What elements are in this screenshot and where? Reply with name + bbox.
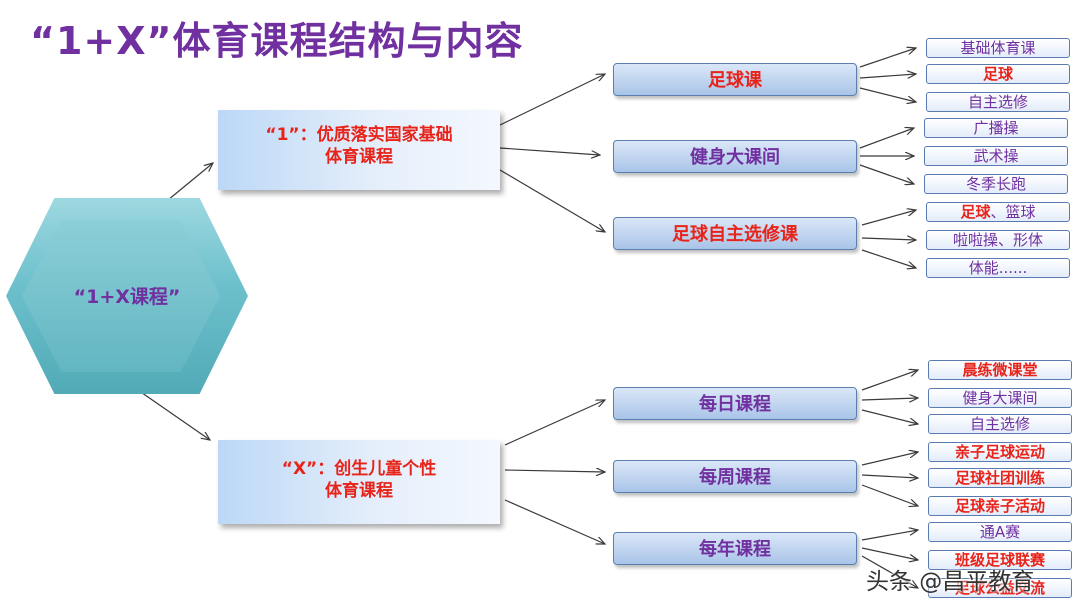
mid-box-yearly-course: 每年课程 xyxy=(613,532,857,565)
leaf-text: 武术操 xyxy=(973,147,1019,165)
leaf-box: 足球、篮球 xyxy=(926,202,1070,222)
arrow-leaf xyxy=(859,48,916,68)
leaf-text: 、篮球 xyxy=(990,203,1036,221)
leaf-text: 自主选修 xyxy=(967,93,1028,111)
leaf-text: 广播操 xyxy=(973,119,1019,137)
mid-box-daily-course: 每日课程 xyxy=(613,387,857,420)
arrow-leaf xyxy=(861,547,918,560)
arrow-leaf xyxy=(859,74,916,78)
leaf-box: 亲子足球运动 xyxy=(928,442,1072,462)
arrow-one-to-mid2 xyxy=(499,147,600,155)
mid-box-football-elective: 足球自主选修课 xyxy=(613,217,857,250)
leaf-text: 亲子足球运动 xyxy=(954,443,1045,461)
leaf-box: 武术操 xyxy=(924,146,1068,166)
leaf-box: 足球亲子活动 xyxy=(928,496,1072,516)
arrow-one-to-mid3 xyxy=(499,169,605,232)
leaf-box: 通A赛 xyxy=(928,522,1072,542)
leaf-text: 足球社团训练 xyxy=(954,469,1045,487)
leaf-box: 体能...... xyxy=(926,258,1070,278)
leaf-text: 体能...... xyxy=(968,259,1028,277)
branch-x-box: “X”：创生儿童个性 体育课程 xyxy=(218,440,500,524)
leaf-box: 自主选修 xyxy=(928,414,1072,434)
arrow-x-to-mid2 xyxy=(504,470,605,472)
branch-one-box: “1”：优质落实国家基础 体育课程 xyxy=(218,110,500,190)
leaf-box: 自主选修 xyxy=(926,92,1070,112)
leaf-text: 通A赛 xyxy=(979,523,1021,541)
arrow-x-to-mid3 xyxy=(504,499,605,544)
mid-box-football-class: 足球课 xyxy=(613,63,857,96)
leaf-text: 足球公益交流 xyxy=(954,579,1045,597)
arrow-leaf xyxy=(861,249,916,268)
leaf-text: 班级足球联赛 xyxy=(954,551,1045,569)
arrow-leaf xyxy=(861,409,918,424)
arrow-leaf xyxy=(859,128,914,149)
branch-x-line1: “X”：创生儿童个性 xyxy=(281,459,437,479)
leaf-box: 足球社团训练 xyxy=(928,468,1072,488)
arrow-hub-to-x xyxy=(134,387,210,440)
leaf-box: 晨练微课堂 xyxy=(928,360,1072,380)
hub-label: “1+X课程” xyxy=(73,286,181,308)
leaf-box: 基础体育课 xyxy=(926,38,1070,58)
branch-one-line2: 体育课程 xyxy=(325,147,393,167)
arrow-leaf xyxy=(861,452,918,466)
arrow-one-to-mid1 xyxy=(499,74,605,126)
leaf-text: 自主选修 xyxy=(969,415,1030,433)
mid-box-weekly-course: 每周课程 xyxy=(613,460,857,493)
arrow-leaf xyxy=(859,164,914,184)
leaf-box: 广播操 xyxy=(924,118,1068,138)
leaf-text: 足球 xyxy=(982,65,1013,83)
arrow-leaf xyxy=(861,238,916,240)
hub-hexagon-inner xyxy=(22,220,220,372)
leaf-text: 健身大课间 xyxy=(962,389,1038,407)
arrow-x-to-mid1 xyxy=(504,400,605,446)
arrow-leaf xyxy=(861,475,918,478)
branch-one-line1: “1”：优质落实国家基础 xyxy=(265,125,453,145)
leaf-box: 班级足球联赛 xyxy=(928,550,1072,570)
leaf-text: 足球亲子活动 xyxy=(954,497,1045,515)
arrow-leaf xyxy=(861,555,918,588)
page-title: “1+X”体育课程结构与内容 xyxy=(30,19,524,63)
leaf-box: 足球 xyxy=(926,64,1070,84)
leaf-text: 啦啦操、形体 xyxy=(952,231,1043,249)
leaf-box: 啦啦操、形体 xyxy=(926,230,1070,250)
arrow-leaf xyxy=(861,370,918,391)
arrow-leaf xyxy=(861,484,918,506)
leaf-text: 足球 xyxy=(960,203,991,221)
watermark: 头条 @昌平教育 xyxy=(866,569,1035,595)
leaf-text: 晨练微课堂 xyxy=(962,361,1038,379)
arrow-hub-to-one xyxy=(167,163,213,201)
arrow-leaf xyxy=(861,398,918,400)
arrow-leaf xyxy=(859,87,916,102)
leaf-box: 冬季长跑 xyxy=(924,174,1068,194)
leaf-box: 足球公益交流 xyxy=(928,578,1072,598)
branch-x-line2: 体育课程 xyxy=(325,481,393,501)
arrow-leaf xyxy=(861,530,918,541)
arrow-leaf xyxy=(861,210,916,226)
mid-box-fitness-break: 健身大课间 xyxy=(613,140,857,173)
leaf-text: 基础体育课 xyxy=(960,39,1036,57)
leaf-text: 冬季长跑 xyxy=(965,175,1026,193)
leaf-box: 健身大课间 xyxy=(928,388,1072,408)
